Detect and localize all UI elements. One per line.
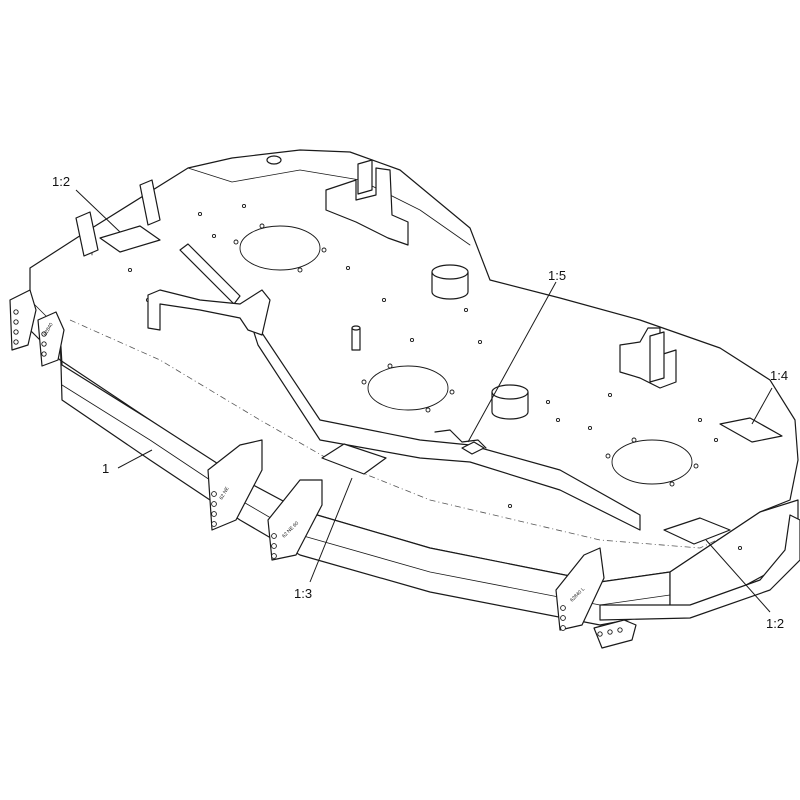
spindle-opening-right [611,439,693,485]
rear-ridge [187,167,471,246]
decal-rear-left [99,225,161,253]
bolt-holes [127,203,743,551]
hanger-front-center: 62 NE [207,439,263,531]
callout-1-2-bottom: 1:2 [766,616,784,631]
decal-right-end [719,417,783,443]
spindle-hub-front [491,384,529,420]
leader-1 [117,449,153,469]
callout-1-2-top: 1:2 [52,174,70,189]
hanger-front-right: 62840 L [555,547,605,631]
decal-front-right [663,517,731,545]
hanger-front-center-2: 62 NE 60 [267,479,323,561]
leader-1-5 [467,281,557,443]
rear-center-bracket-plate [357,159,373,195]
right-upright-plate [649,331,665,383]
leader-1-2-top [75,189,121,233]
rear-fitting [266,155,282,165]
center-baffle [249,319,641,531]
idler-pin [351,325,361,351]
left-bracket [147,289,271,336]
callout-1-5: 1:5 [548,268,566,283]
callout-1: 1 [102,461,109,476]
rear-left-tab-2 [75,211,99,257]
hanger-front-left: 62840 [37,311,65,367]
leader-1-4 [751,387,773,425]
rear-center-bracket [325,167,409,246]
hanger-bumper-right [593,619,637,649]
spindle-opening-center [367,365,449,411]
spindle-hub-rear [431,264,469,300]
deck-centerline [69,319,791,549]
left-link-arm [179,243,241,305]
hanger-rear-left [9,289,37,351]
leader-1-2-bottom [705,539,771,613]
decal-baffle [461,441,485,455]
leader-1-3 [309,477,353,583]
callout-1-3: 1:3 [294,586,312,601]
spindle-opening-left [239,225,321,271]
bottom-front-bumper [599,514,800,621]
callout-1-4: 1:4 [770,368,788,383]
decal-front-center [321,443,387,475]
baffle-step [434,429,487,449]
rear-left-tab [139,179,161,226]
